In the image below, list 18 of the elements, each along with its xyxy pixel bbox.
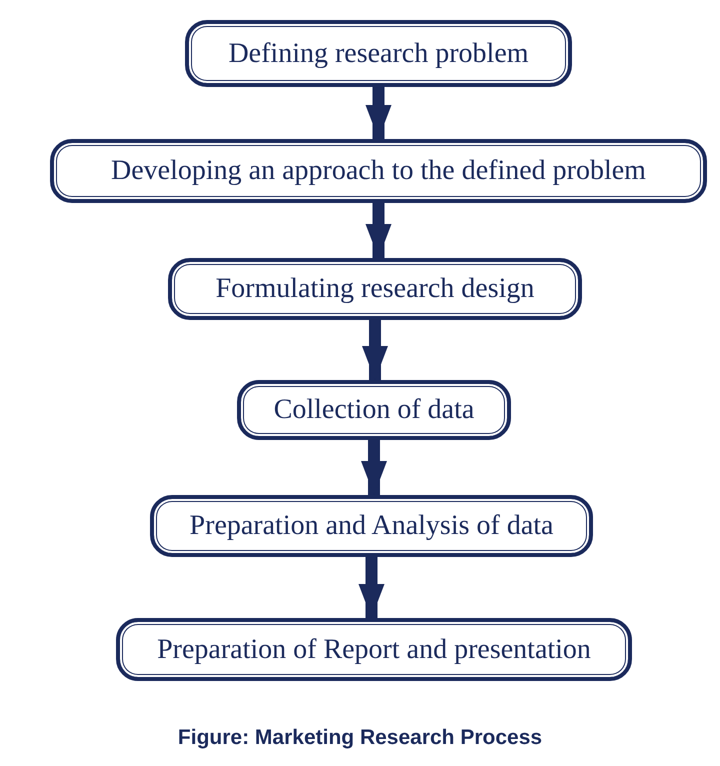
process-box <box>168 258 582 320</box>
step-text: Formulating research design <box>216 273 534 305</box>
step-text: Collection of data <box>274 394 474 426</box>
step-text: Preparation and Analysis of data <box>190 510 554 542</box>
process-box <box>116 618 632 681</box>
arrow <box>358 557 384 618</box>
process-box <box>185 20 572 87</box>
process-box <box>150 495 593 557</box>
arrow <box>361 440 387 495</box>
arrow <box>366 203 392 258</box>
step-text: Preparation of Report and presentation <box>157 634 591 666</box>
step-text: Developing an approach to the defined problem <box>111 155 646 187</box>
arrow <box>366 87 392 139</box>
step-text: Defining research problem <box>228 38 529 70</box>
process-box <box>237 380 511 440</box>
process-box <box>50 139 707 203</box>
arrow <box>362 320 388 380</box>
figure-caption: Figure: Marketing Research Process <box>176 726 544 750</box>
